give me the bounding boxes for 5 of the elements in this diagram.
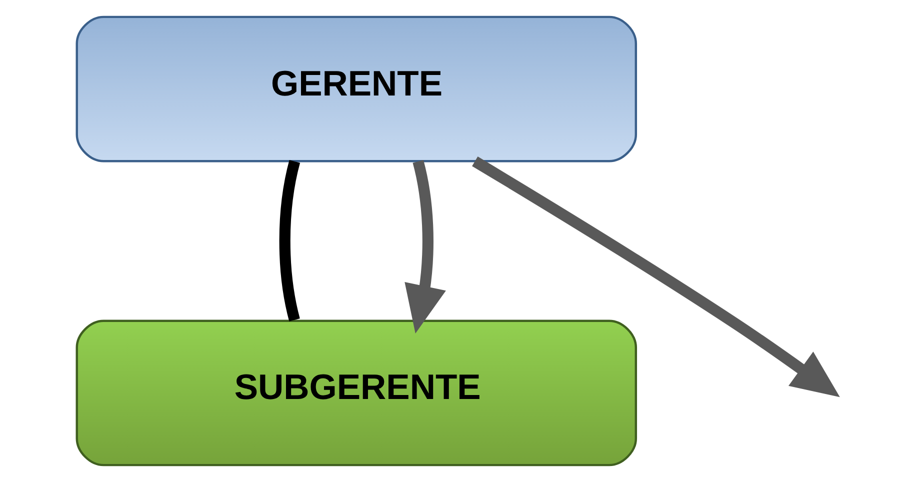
node-box: SUBGERENTE bbox=[75, 320, 637, 466]
node-box: GERENTE bbox=[75, 16, 637, 162]
connector bbox=[278, 160, 300, 322]
arrow bbox=[404, 160, 446, 334]
arrow bbox=[472, 156, 840, 398]
